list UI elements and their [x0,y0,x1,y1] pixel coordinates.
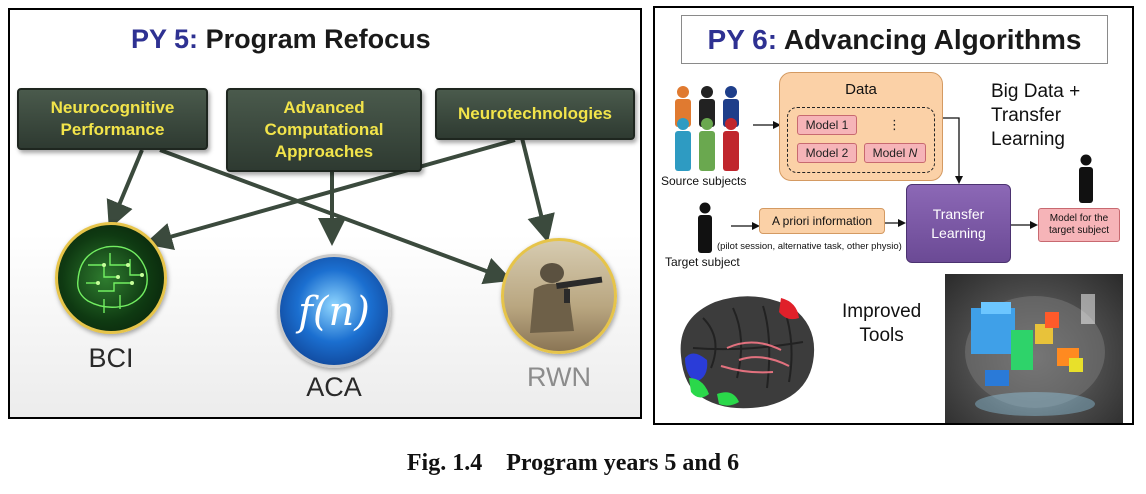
model-target-line-1: Model for the [1049,212,1109,224]
py6-title: PY 6: Advancing Algorithms [681,15,1108,64]
py6-title-number: PY 6: [707,23,778,55]
neurotechnologies-box: Neurotechnologies [435,88,635,140]
brain-3d-image [945,274,1123,423]
big-data-line-3: Learning [991,128,1065,150]
py6-panel: PY 6: Advancing Algorithms Source [653,6,1134,425]
improved-tools-line-1: Improved [842,301,922,322]
rwn-label: RWN [527,362,591,392]
apriori-information-box: A priori information [759,208,885,234]
source-subjects-label: Source subjects [661,174,747,188]
computational-line-2: Computational [264,119,384,139]
source-subjects-icon [675,86,739,171]
py6-title-text: Advancing Algorithms [783,23,1082,55]
figure-caption: Fig. 1.4 Program years 5 and 6 [406,450,740,476]
aca-image: f(n) [277,254,391,368]
data-label: Data [845,81,877,98]
brain-connectivity-image [663,278,823,418]
model-2: Model 2 [797,143,857,163]
model-target-line-2: target subject [1048,225,1110,236]
target-person-right-icon [1079,154,1093,203]
rwn-image [501,238,617,354]
neurocognitive-line-1: Neurocognitive [50,97,175,117]
neurotechnologies-label: Neurotechnologies [458,103,612,123]
target-subject-icon [698,202,712,253]
model-n-prefix: Model [872,146,909,160]
big-data-line-2: Transfer [991,104,1062,126]
neurocognitive-performance-box: Neurocognitive Performance [17,88,208,150]
transfer-line-1: Transfer [932,206,985,223]
computational-line-3: Approaches [274,142,374,162]
function-symbol: f(n) [298,289,370,335]
big-data-label: Big Data + Transfer Learning [991,80,1080,151]
arrow-neurotech-bci [144,138,516,251]
py5-title: PY 5: Program Refocus [131,24,431,55]
bci-label: BCI [88,343,134,373]
bci-image [55,222,167,334]
transfer-line-2: Learning [931,224,986,241]
brain-circuit-icon [77,245,148,313]
computational-line-1: Advanced [283,97,365,117]
brain-icon [680,296,815,409]
soldier-icon [530,263,603,333]
apriori-note: (pilot session, alternative task, other … [717,241,902,252]
model-n-suffix: N [908,146,918,160]
model-target-box: Model for the target subject [1038,208,1120,242]
py5-title-number: PY 5: [131,24,199,54]
target-subject-label: Target subject [665,255,740,269]
py5-title-text: Program Refocus [205,24,431,54]
neurocognitive-line-2: Performance [60,120,165,139]
arrow-neuro-bci [106,149,144,230]
model-n: Model N [864,143,926,163]
models-group [787,107,935,173]
py5-panel: PY 5: Program Refocus Neurocognitive Per… [8,8,642,419]
advanced-computational-approaches-box: Advanced Computational Approaches [226,88,422,172]
aca-label: ACA [306,372,362,402]
arrow-neurotech-rwn [520,137,555,243]
improved-tools-label: Improved Tools [842,300,921,348]
data-box: Data Model 1 ⋮ Model 2 Model N [779,72,943,181]
improved-tools-line-2: Tools [859,324,904,346]
transfer-learning-box: Transfer Learning [906,184,1011,263]
model-1: Model 1 [797,115,857,135]
brain-3d-icon [965,294,1105,416]
py5-arrows [106,137,555,285]
big-data-line-1: Big Data + [991,81,1081,102]
models-ellipsis: ⋮ [888,117,901,132]
